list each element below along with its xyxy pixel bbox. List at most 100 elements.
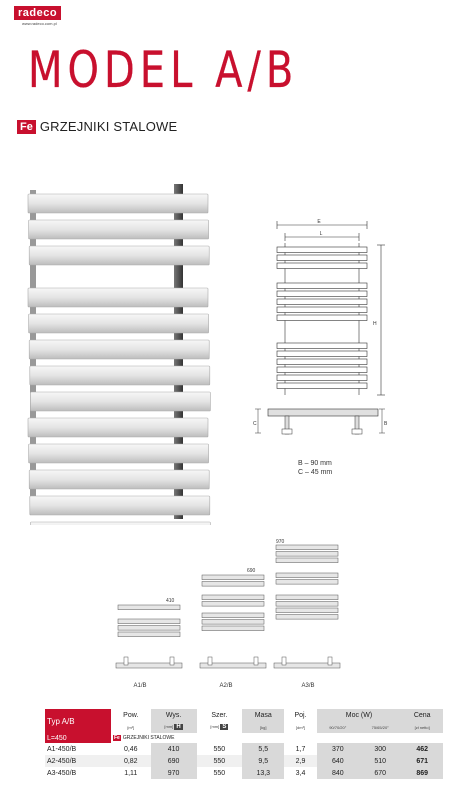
size-variants: 970 690 410 A1/B A2/B A3/B xyxy=(115,539,341,689)
note-b: B – 90 mm xyxy=(298,460,332,467)
variant-a2-name: A2/B xyxy=(219,683,232,689)
radiator-panel xyxy=(27,417,209,438)
drawing-panel xyxy=(276,298,368,305)
cell-type: A1-450/B xyxy=(47,745,77,753)
variant-panel xyxy=(117,625,181,631)
table-header-row: Typ A/B Pow. Wys. Szer. Masa Poj. Moc (W… xyxy=(45,709,443,733)
radiator-product-image xyxy=(27,184,211,525)
variant-panel xyxy=(275,544,339,550)
fe-badge: Fe xyxy=(17,119,36,134)
drawing-panel xyxy=(276,254,368,261)
drawing-panel xyxy=(276,374,368,381)
group-fe-badge: Fe xyxy=(113,735,121,741)
col-height-header: Wys. xyxy=(150,709,197,721)
cell-mass: 5,5 xyxy=(242,743,285,755)
cell-p2: 300 xyxy=(358,743,402,755)
unit-price: [zł netto] xyxy=(401,721,443,733)
cell-area: 0,82 xyxy=(123,757,138,765)
radiator-panels xyxy=(27,193,211,525)
drawing-panel xyxy=(276,314,368,321)
cell-p1: 840 xyxy=(316,767,359,779)
cell-area: 1,11 xyxy=(124,769,138,777)
drawing-panel xyxy=(276,246,368,253)
variant-foot xyxy=(253,656,259,666)
col-price-header: Cena xyxy=(401,709,443,721)
col-width-header: Szer. xyxy=(211,711,228,719)
variant-panel xyxy=(201,581,265,587)
radiator-panel xyxy=(29,495,211,516)
drawing-panel xyxy=(276,306,368,313)
cell-height: 970 xyxy=(150,767,197,779)
variant-panel xyxy=(275,594,339,600)
col-area-header: Pow. xyxy=(123,711,139,719)
cell-price: 869 xyxy=(401,767,443,779)
unit-width-mm: [mm] xyxy=(210,724,220,729)
col-power-header: Moc (W) xyxy=(316,709,402,721)
radiator-panel xyxy=(28,443,209,464)
cell-price: 671 xyxy=(401,755,443,767)
variant-panel xyxy=(117,631,181,637)
group-label: L=450 xyxy=(45,733,111,743)
radiator-panel xyxy=(27,287,209,308)
unit-height-mm: [mm] xyxy=(164,724,174,729)
variant-a3-height: 970 xyxy=(276,539,285,545)
variant-panel xyxy=(201,594,265,600)
unit-capacity: [dm³] xyxy=(295,724,306,730)
cell-capacity: 3,4 xyxy=(295,769,306,777)
variant-base xyxy=(115,662,183,669)
variant-panel xyxy=(201,574,265,580)
dim-l-label: L xyxy=(320,231,323,237)
group-text: GRZEJNIKI STALOWE xyxy=(122,735,175,741)
note-c: C – 45 mm xyxy=(298,469,333,476)
variant-a3-name: A3/B xyxy=(301,683,314,689)
unit-power-b: 75/65/20° xyxy=(358,721,402,733)
radiator-panel xyxy=(27,193,209,214)
radiator-panel xyxy=(29,365,211,386)
radiator-panel xyxy=(28,313,209,334)
drawing-panel xyxy=(276,262,368,269)
unit-width: [mm] S xyxy=(197,721,242,733)
variant-panel xyxy=(201,612,265,618)
radiator-panel xyxy=(28,469,210,490)
cell-height: 690 xyxy=(150,755,197,767)
cell-capacity: 1,7 xyxy=(295,745,306,753)
variant-a1-name: A1/B xyxy=(133,683,146,689)
logo-mark: radeco xyxy=(14,6,62,20)
unit-width-box: S xyxy=(220,724,229,730)
variant-panel xyxy=(275,572,339,578)
table-units-row: [m²] [mm] H [mm] S [kg] [dm³] 90/70/20° … xyxy=(45,721,443,733)
variant-panel xyxy=(275,601,339,607)
brand-url: www.radeco.com.pl xyxy=(22,21,57,26)
col-capacity-header: Poj. xyxy=(294,711,307,719)
cell-mass: 13,3 xyxy=(242,767,285,779)
technical-drawing-side: C B xyxy=(253,408,388,435)
variant-panel xyxy=(275,557,339,563)
radiator-panel xyxy=(30,521,211,525)
unit-mass: [kg] xyxy=(242,721,285,733)
radiator-panel xyxy=(30,391,211,412)
page-title: MODEL A/B xyxy=(28,42,299,100)
unit-area: [m²] xyxy=(127,724,135,730)
drawing-panel xyxy=(276,382,368,389)
cell-width: 550 xyxy=(213,745,226,753)
unit-power-a: 90/70/20° xyxy=(316,721,359,733)
variant-a2-height: 690 xyxy=(247,568,256,574)
cell-type: A2-450/B xyxy=(47,757,77,765)
variant-panel xyxy=(201,625,265,631)
variant-a1-height: 410 xyxy=(166,598,175,604)
variant-foot xyxy=(281,656,287,666)
dim-e-label: E xyxy=(317,219,321,225)
variant-panel xyxy=(201,601,265,607)
drawing-panel xyxy=(276,290,368,297)
variant-panel xyxy=(117,604,181,610)
variant-drawings xyxy=(115,544,341,669)
variant-base xyxy=(199,662,267,669)
col-type-header: Typ A/B xyxy=(45,709,111,733)
dim-b-label: B xyxy=(384,421,388,427)
category-row: Fe GRZEJNIKI STALOWE xyxy=(17,119,177,134)
cell-height: 410 xyxy=(150,743,197,755)
cell-type: A3-450/B xyxy=(47,769,77,777)
